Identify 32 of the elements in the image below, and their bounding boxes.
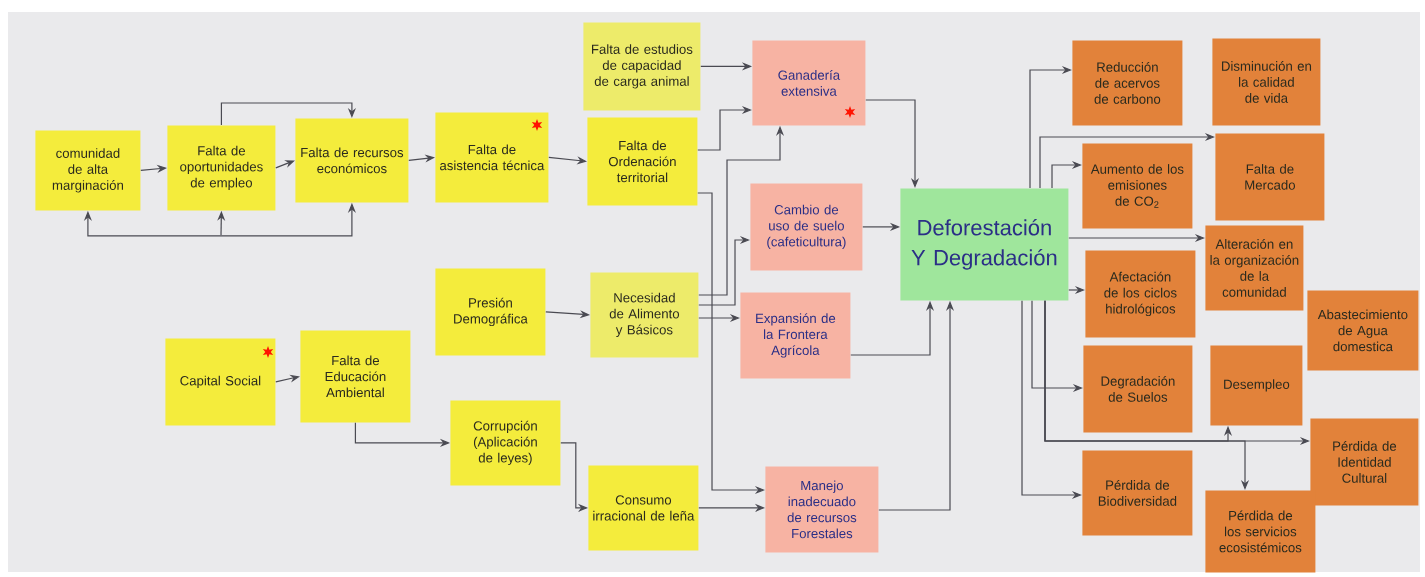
- sticky-note: Necesidad de Alimento y Básicos: [590, 272, 699, 358]
- central-note: Deforestación Y Degradación: [900, 188, 1069, 301]
- sticky-note: Pérdida de los servicios ecosistémicos: [1205, 490, 1316, 573]
- sticky-note: Falta de oportunidades de empleo: [167, 125, 276, 211]
- sticky-note: Reducción de acervos de carbono: [1072, 40, 1183, 126]
- sticky-note: Falta de Ordenación territorial: [587, 117, 698, 206]
- sticky-note: Afectación de los ciclos hidrológicos: [1085, 250, 1196, 338]
- sticky-note: Disminución en la calidad de vida: [1212, 38, 1321, 126]
- sticky-note: Corrupción (Aplicación de leyes): [450, 400, 561, 486]
- sticky-note: Falta de Mercado: [1215, 133, 1325, 221]
- sticky-note: Expansión de la Frontera Agrícola: [740, 292, 851, 379]
- sticky-note: Aumento de los emisiones de CO$_{2}$: [1082, 143, 1193, 229]
- sticky-note: Cambio de uso de suelo (cafeticultura): [750, 183, 863, 271]
- sticky-note: Ganadería extensiva: [752, 40, 866, 126]
- arrow: [275, 160, 295, 169]
- sticky-note: Pérdida de Biodiversidad: [1082, 450, 1193, 536]
- sticky-note: Pérdida de Identidad Cultural: [1310, 418, 1419, 506]
- sticky-note: Falta de estudios de capacidad de carga animal: [583, 22, 701, 111]
- sticky-note: Capital Social: [165, 338, 276, 426]
- sticky-note: Manejo inadecuado de recursos Forestales: [765, 466, 879, 553]
- arrow: [275, 374, 300, 383]
- sticky-note: Alteración en la organización de la comunidad: [1205, 225, 1304, 311]
- sticky-note: Consumo irracional de leña: [588, 465, 699, 551]
- sticky-note: Abastecimiento de Agua domestica: [1307, 290, 1419, 371]
- sticky-note: Degradación de Suelos: [1083, 345, 1193, 433]
- arrow: [220, 102, 356, 126]
- sticky-note: Falta de asistencia técnica: [435, 112, 549, 203]
- sticky-note: Desempleo: [1210, 345, 1303, 426]
- sticky-note: comunidad de alta marginación: [35, 130, 141, 211]
- sticky-note: Presión Demográfica: [435, 268, 546, 356]
- sticky-note: Falta de recursos económicos: [295, 118, 409, 203]
- sticky-note: Falta de Educación Ambiental: [300, 330, 411, 423]
